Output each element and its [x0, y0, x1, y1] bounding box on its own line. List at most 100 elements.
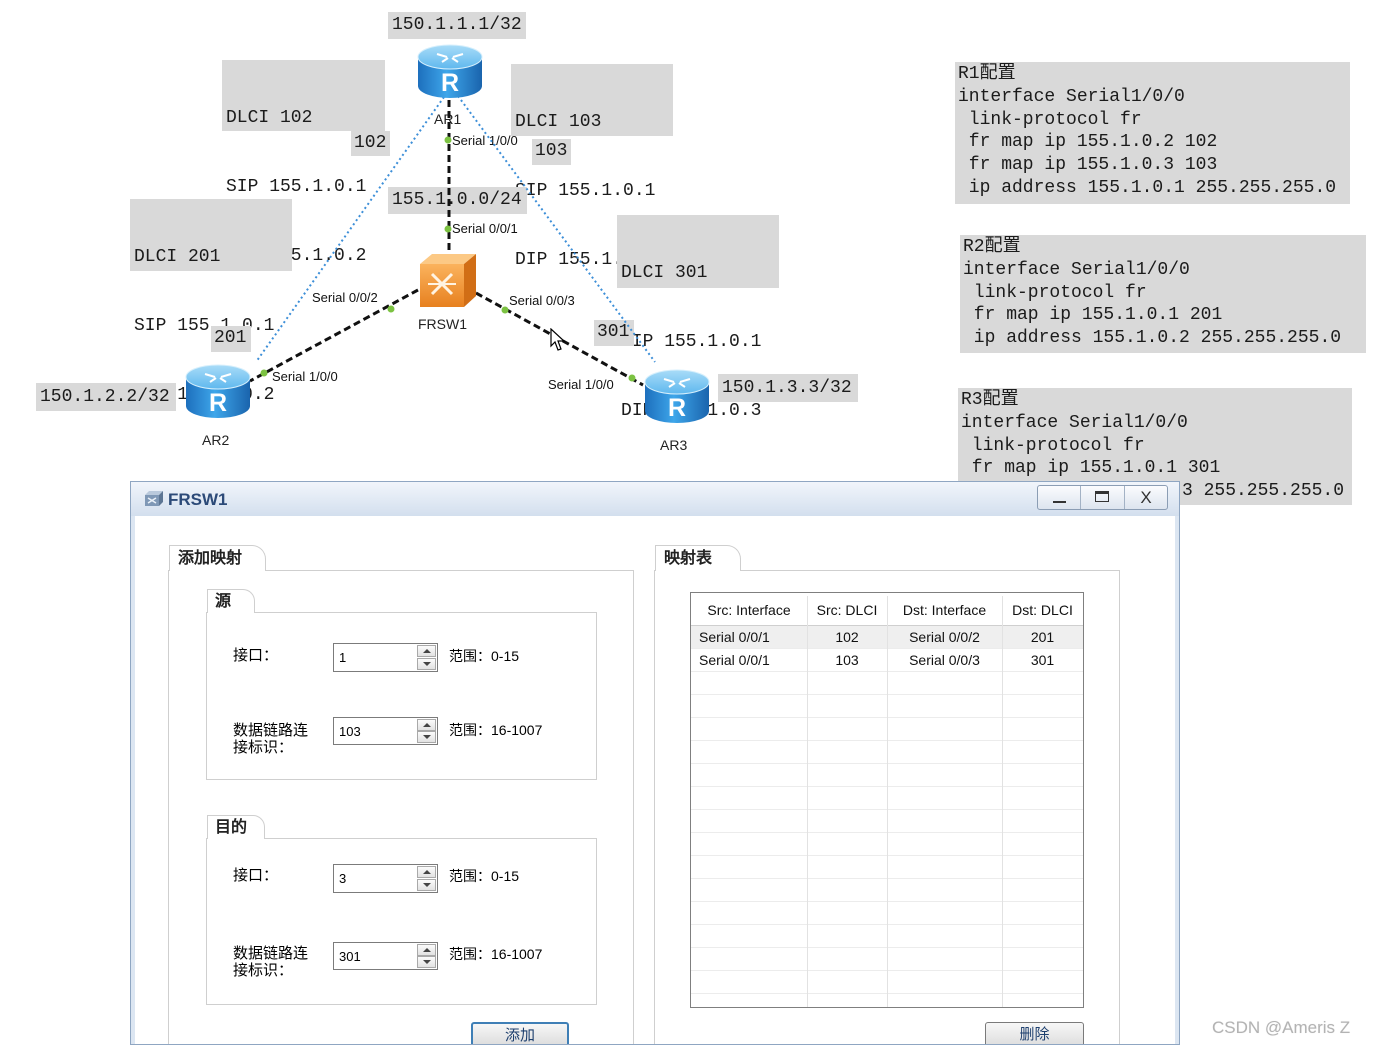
source-interface-label: 接口： — [233, 647, 279, 664]
table-cell: Serial 0/0/3 — [909, 652, 980, 668]
device-label-ar1: AR1 — [434, 111, 462, 127]
column-header-src-interface[interactable]: Src: Interface — [707, 602, 791, 618]
pvc-note-103: DLCI 103 SIP 155.1.0.1 DIP 155.1.0.3 — [511, 64, 673, 270]
router-ar3[interactable]: R — [644, 367, 710, 427]
pvc-link-ar1-ar2 — [255, 96, 445, 363]
pvc-note-sip: SIP 155.1.0.1 — [226, 177, 367, 197]
title-bar[interactable]: FRSW1 X — [131, 482, 1179, 516]
spin-down-button[interactable] — [417, 731, 436, 743]
window-controls: X — [1037, 485, 1168, 510]
destination-group — [206, 838, 597, 1005]
table-row[interactable]: Serial 0/0/1 103 Serial 0/0/3 301 — [691, 649, 1083, 672]
mapping-table-group-title: 映射表 — [655, 545, 741, 571]
loopback-label-ar3: 150.1.3.3/32 — [718, 374, 858, 402]
router-glyph: R — [441, 69, 459, 97]
add-mapping-group-title: 添加映射 — [169, 545, 266, 571]
source-group-title: 源 — [207, 589, 255, 613]
spin-up-button[interactable] — [417, 866, 436, 878]
mapping-table: Src: Interface Src: DLCI Dst: Interface … — [690, 592, 1084, 1008]
column-header-dst-interface[interactable]: Dst: Interface — [902, 602, 987, 618]
dlci-tag-301: 301 — [594, 320, 634, 346]
frame-relay-switch-icon — [420, 254, 476, 307]
table-cell: 103 — [835, 652, 859, 668]
topology-links — [249, 95, 656, 387]
pvc-note-dlci: DLCI 102 — [226, 108, 313, 128]
pvc-note-dlci: DLCI 301 — [621, 263, 708, 283]
port-dot — [260, 369, 268, 377]
pvc-note-dlci: DLCI 201 — [134, 247, 221, 267]
add-button[interactable]: 添加 — [471, 1022, 569, 1044]
column-header-dst-dlci[interactable]: Dst: DLCI — [1012, 602, 1073, 618]
port-label-frsw1-serial-0-0-3: Serial 0/0/3 — [509, 293, 575, 308]
maximize-button[interactable] — [1081, 486, 1125, 509]
close-button[interactable]: X — [1140, 488, 1152, 507]
router-icon: R — [185, 364, 251, 418]
config-note-r2: R2配置 interface Serial1/0/0 link-protocol… — [960, 235, 1366, 353]
column-header-src-dlci[interactable]: Src: DLCI — [816, 602, 878, 618]
destination-dlci-label: 数据链路连接标识： — [233, 945, 309, 979]
source-dlci-input[interactable] — [334, 718, 416, 744]
port-label-ar3-serial: Serial 1/0/0 — [548, 377, 614, 392]
port-dot — [444, 136, 452, 144]
source-group — [206, 612, 597, 780]
source-dlci-stepper — [333, 717, 438, 745]
pvc-note-sip: SIP 155.1.0.1 — [515, 181, 656, 201]
arrow-down-icon — [423, 960, 431, 964]
port-label-frsw1-serial-0-0-1: Serial 0/0/1 — [452, 221, 518, 236]
frame-relay-switch-frsw1[interactable] — [418, 252, 478, 310]
port-label-ar1-serial: Serial 1/0/0 — [452, 133, 518, 148]
destination-dlci-range: 范围：16-1007 — [449, 946, 543, 962]
arrow-up-icon — [423, 723, 431, 727]
subnet-label: 155.1.0.0/24 — [388, 187, 527, 214]
arrow-up-icon — [423, 649, 431, 653]
spin-up-button[interactable] — [417, 719, 436, 731]
spin-down-button[interactable] — [417, 879, 436, 891]
config-line: ip address 155.1.0.1 255.255.255.0 — [958, 177, 1337, 198]
table-cell: 102 — [835, 629, 859, 645]
dlci-tag-201: 201 — [211, 326, 251, 352]
port-label-ar2-serial: Serial 1/0/0 — [272, 369, 338, 384]
router-ar2[interactable]: R — [185, 362, 251, 422]
serial-link-frsw1-ar3[interactable] — [475, 291, 644, 387]
spin-down-button[interactable] — [417, 956, 436, 968]
destination-dlci-input[interactable] — [334, 943, 416, 969]
spin-down-button[interactable] — [417, 658, 436, 670]
mapping-table-group — [654, 570, 1120, 1044]
arrow-up-icon — [423, 948, 431, 952]
spin-up-button[interactable] — [417, 944, 436, 956]
config-line: interface Serial1/0/0 — [958, 86, 1185, 107]
loopback-label-ar1: 150.1.1.1/32 — [388, 12, 526, 39]
destination-group-title: 目的 — [207, 815, 265, 839]
pvc-link-ar1-ar3 — [457, 95, 656, 363]
config-title: R2配置 — [963, 237, 1021, 257]
router-ar1[interactable]: R — [417, 42, 483, 102]
source-interface-input[interactable] — [334, 644, 416, 671]
device-label-ar2: AR2 — [202, 432, 230, 448]
config-line: interface Serial1/0/0 — [963, 259, 1190, 280]
config-title: R3配置 — [961, 390, 1019, 410]
config-line: link-protocol fr — [963, 282, 1147, 303]
dlci-tag-103: 103 — [532, 139, 571, 165]
spin-up-button[interactable] — [417, 645, 436, 657]
config-line: fr map ip 155.1.0.3 103 — [958, 155, 1218, 176]
dlci-tag-102: 102 — [351, 131, 390, 156]
minimize-icon — [1053, 501, 1066, 503]
source-dlci-label: 数据链路连接标识： — [233, 722, 309, 756]
minimize-button[interactable] — [1038, 486, 1081, 509]
router-icon: R — [644, 369, 710, 423]
arrow-down-icon — [423, 662, 431, 666]
window-title: FRSW1 — [168, 490, 228, 509]
delete-button[interactable]: 删除 — [985, 1022, 1084, 1044]
port-dot — [628, 374, 636, 382]
router-glyph: R — [668, 394, 686, 422]
arrow-down-icon — [423, 883, 431, 887]
router-icon: R — [417, 44, 483, 98]
destination-dlci-stepper — [333, 942, 438, 970]
config-line: fr map ip 155.1.0.1 301 — [961, 458, 1221, 479]
serial-link-frsw1-ar2[interactable] — [249, 288, 419, 383]
destination-interface-input[interactable] — [334, 865, 416, 892]
config-line: link-protocol fr — [961, 435, 1145, 456]
config-line: link-protocol fr — [958, 109, 1142, 130]
mapping-table-header: Src: Interface Src: DLCI Dst: Interface … — [691, 596, 1083, 626]
arrow-down-icon — [423, 735, 431, 739]
